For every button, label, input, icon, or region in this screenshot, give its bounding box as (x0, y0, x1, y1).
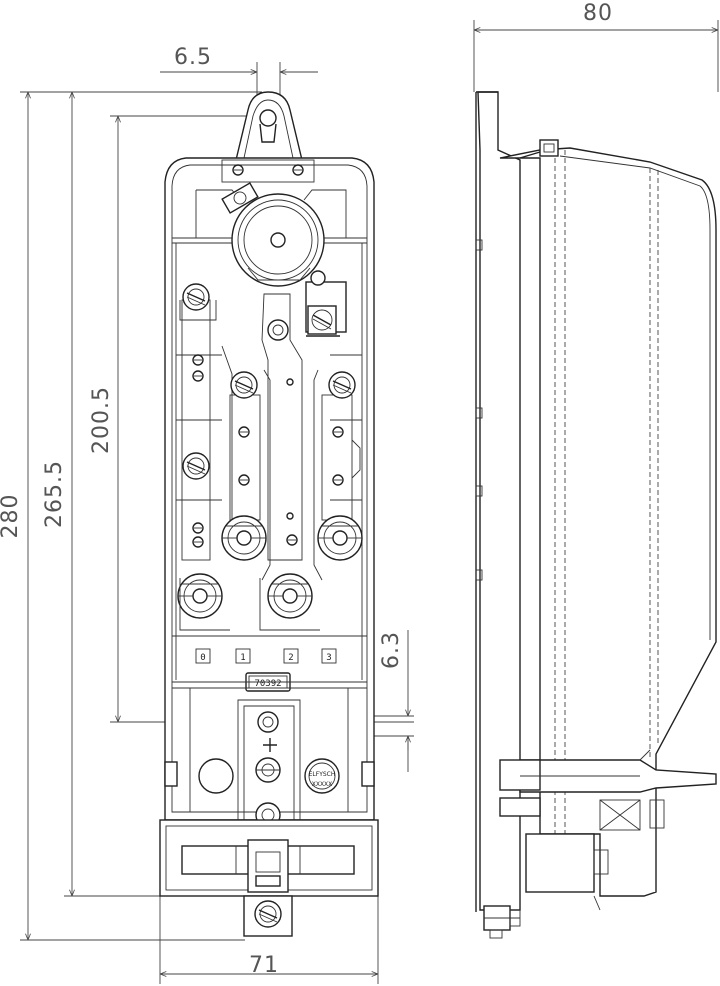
dim-overall-width: 71 (249, 953, 279, 978)
cert-mark-top: ELFYSCH (309, 771, 336, 778)
terminal-label-3: 3 (326, 653, 331, 663)
front-view: 0 1 2 3 70392 ELFYSCH XXXXX (159, 91, 379, 937)
terminal-label-0: 0 (200, 653, 205, 663)
terminal-labels: 0 1 2 3 (195, 648, 337, 664)
part-number-label: 70392 (254, 679, 281, 689)
dim-mounting-height: 265.5 (42, 460, 67, 528)
terminal-label-2: 2 (288, 653, 293, 663)
dim-overall-height: 280 (0, 494, 23, 539)
side-view (475, 91, 717, 939)
terminal-label-1: 1 (240, 653, 245, 663)
dim-overall-depth: 80 (583, 1, 613, 26)
dimension-lines (20, 20, 719, 984)
cert-mark-bottom: XXXXX (312, 781, 333, 788)
dim-offset: 6.3 (379, 631, 404, 669)
dim-hole-spacing: 200.5 (89, 386, 114, 454)
dim-hole-width: 6.5 (174, 45, 212, 70)
